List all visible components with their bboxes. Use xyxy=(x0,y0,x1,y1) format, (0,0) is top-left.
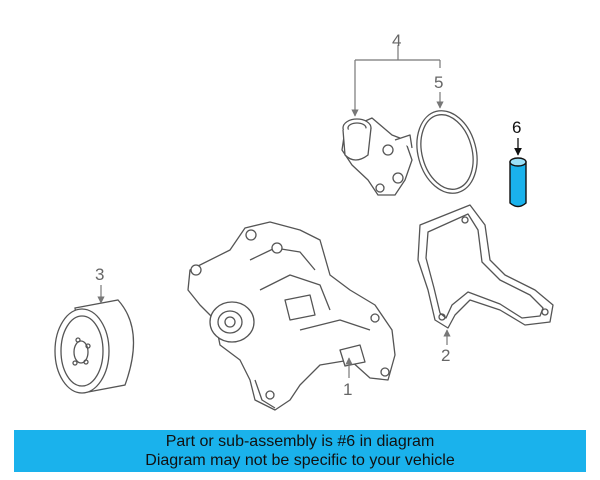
callout-3: 3 xyxy=(95,265,104,284)
parts-diagram: 4 5 6 3 2 1 xyxy=(54,31,554,411)
callout-2: 2 xyxy=(441,346,450,365)
banner-line-1: Part or sub-assembly is #6 in diagram xyxy=(165,433,435,450)
hose-part-6[interactable] xyxy=(509,157,527,208)
banner-line-2: Diagram may not be specific to your vehi… xyxy=(145,452,455,469)
callout-4: 4 xyxy=(392,31,401,50)
leader-line-4 xyxy=(355,45,440,116)
pulley-part-3[interactable] xyxy=(54,299,135,394)
callout-6: 6 xyxy=(512,118,521,137)
water-pump-part-1[interactable] xyxy=(187,221,396,411)
thermostat-housing-part-4[interactable] xyxy=(341,117,413,196)
gasket-part-5[interactable] xyxy=(408,104,486,200)
gasket-part-2[interactable] xyxy=(417,204,554,329)
callout-1: 1 xyxy=(343,380,352,399)
callout-5: 5 xyxy=(434,73,443,92)
info-banner: Part or sub-assembly is #6 in diagram Di… xyxy=(14,430,586,472)
